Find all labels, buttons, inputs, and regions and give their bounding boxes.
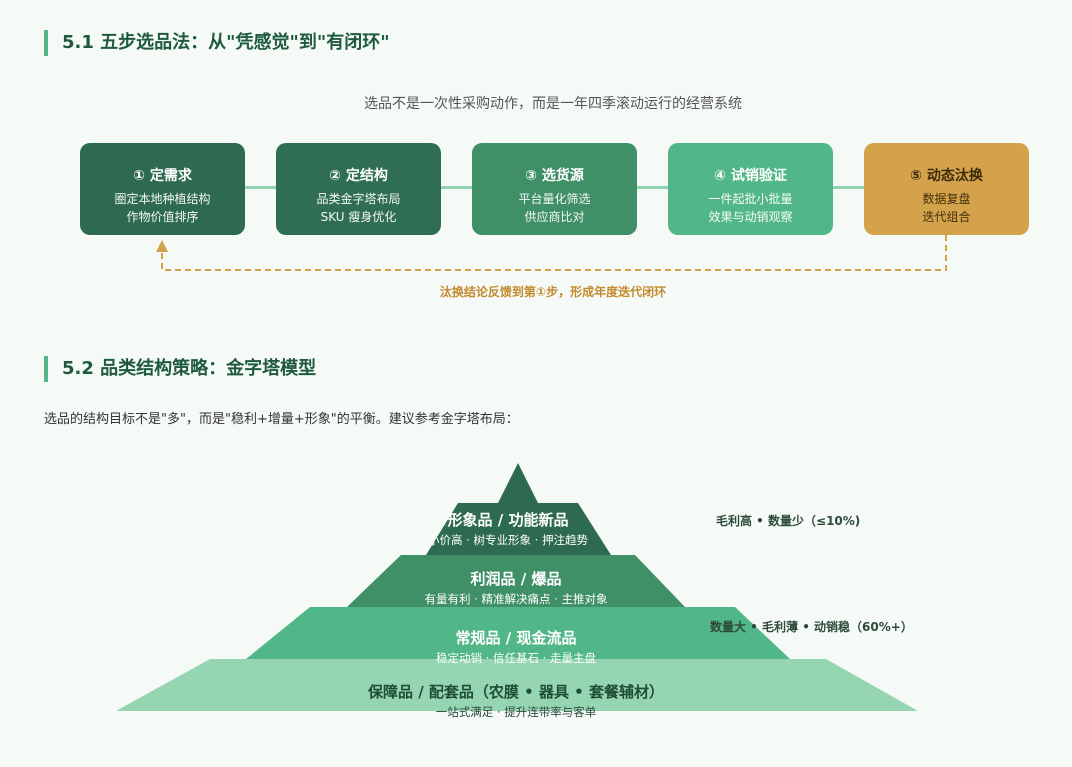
pyramid-intro-text: 选品的结构目标不是"多"，而是"稳利+增量+形象"的平衡。建议参考金字塔布局： bbox=[44, 412, 519, 427]
tier-desc: 一站式满足 · 提升连带率与客单 bbox=[435, 705, 597, 719]
step-desc-line: 圈定本地种植结构 bbox=[114, 192, 211, 206]
feedback-loop-label: 汰换结论反馈到第①步，形成年度迭代闭环 bbox=[439, 285, 667, 299]
step-card-define-demand: ① 定需求 圈定本地种植结构 作物价值排序 bbox=[80, 143, 245, 235]
pyramid-tier-regular bbox=[246, 607, 790, 659]
pyramid-tier-regular-label: 常规品 / 现金流品 稳定动销 · 信任基石 · 走量主盘 bbox=[366, 627, 666, 666]
step-desc-line: 数据复盘 bbox=[922, 192, 971, 206]
step-connector bbox=[441, 186, 472, 189]
pyramid-tier-image bbox=[426, 503, 611, 555]
section-title-pyramid: 5.2 品类结构策略：金字塔模型 bbox=[44, 356, 316, 382]
tier-desc: 小价高 · 树专业形象 · 押注趋势 bbox=[428, 533, 588, 547]
pyramid-note-top: 毛利高 • 数量少（≤10%) bbox=[716, 514, 861, 528]
five-steps-subtitle: 选品不是一次性采购动作，而是一年四季滚动运行的经营系统 bbox=[364, 96, 742, 112]
step-title: ⑤ 动态汰换 bbox=[910, 168, 983, 184]
step-connector bbox=[637, 186, 668, 189]
step-desc-line: 迭代组合 bbox=[922, 210, 971, 224]
step-desc-line: 作物价值排序 bbox=[126, 210, 199, 224]
tier-title: 利润品 / 爆品 bbox=[470, 570, 562, 588]
step-desc-line: 供应商比对 bbox=[524, 210, 585, 224]
step-connector bbox=[833, 186, 864, 189]
step-card-select-source: ③ 选货源 平台量化筛选 供应商比对 bbox=[472, 143, 637, 235]
pyramid-note-middle: 数量大 • 毛利薄 • 动销稳（60%+） bbox=[710, 620, 913, 634]
step-desc-line: 一件起批小批量 bbox=[708, 192, 793, 206]
step-card-dynamic-replace: ⑤ 动态汰换 数据复盘 迭代组合 bbox=[864, 143, 1029, 235]
tier-desc: 稳定动销 · 信任基石 · 走量主盘 bbox=[436, 651, 596, 665]
step-desc-line: SKU 瘦身优化 bbox=[320, 210, 397, 224]
step-desc-line: 品类金字塔布局 bbox=[316, 192, 401, 206]
step-card-trial-sale: ④ 试销验证 一件起批小批量 效果与动销观察 bbox=[668, 143, 833, 235]
category-pyramid bbox=[116, 463, 918, 711]
tier-desc: 有量有利 · 精准解决痛点 · 主推对象 bbox=[424, 592, 608, 606]
pyramid-tier-base bbox=[116, 659, 918, 711]
step-desc-line: 平台量化筛选 bbox=[518, 192, 591, 206]
pyramid-tier-image-label: 形象品 / 功能新品 小价高 · 树专业形象 · 押注趋势 bbox=[408, 509, 608, 548]
step-title: ③ 选货源 bbox=[525, 168, 584, 184]
feedback-loop-arrow bbox=[156, 235, 947, 271]
tier-title: 保障品 / 配套品（农膜 • 器具 • 套餐辅材） bbox=[368, 683, 664, 701]
pyramid-tier-profit bbox=[347, 555, 685, 607]
step-title: ② 定结构 bbox=[329, 168, 388, 184]
pyramid-tier-profit-label: 利润品 / 爆品 有量有利 · 精准解决痛点 · 主推对象 bbox=[366, 568, 666, 607]
pyramid-apex bbox=[498, 463, 538, 503]
tier-title: 常规品 / 现金流品 bbox=[455, 629, 577, 647]
step-connector bbox=[245, 186, 276, 189]
step-title: ① 定需求 bbox=[133, 168, 192, 184]
step-title: ④ 试销验证 bbox=[714, 168, 787, 184]
step-desc-line: 效果与动销观察 bbox=[708, 210, 793, 224]
section-title-five-steps: 5.1 五步选品法：从"凭感觉"到"有闭环" bbox=[44, 30, 390, 56]
tier-title: 形象品 / 功能新品 bbox=[447, 511, 569, 529]
step-card-define-structure: ② 定结构 品类金字塔布局 SKU 瘦身优化 bbox=[276, 143, 441, 235]
pyramid-tier-base-label: 保障品 / 配套品（农膜 • 器具 • 套餐辅材） 一站式满足 · 提升连带率与… bbox=[266, 681, 766, 720]
